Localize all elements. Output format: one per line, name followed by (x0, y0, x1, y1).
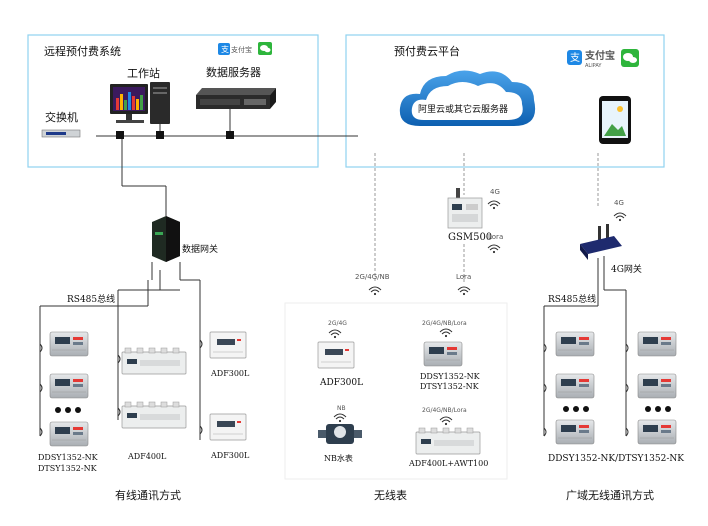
signal-label-left: 2G/4G/NB (355, 273, 390, 281)
data-gateway-label: 数据网关 (182, 243, 218, 255)
wireless-adf400-label: ADF400L+AWT100 (408, 459, 488, 468)
4g-gateway-label: 4G网关 (611, 263, 642, 275)
section-title-wireless: 无线表 (374, 488, 407, 502)
gsm500-label: GSM500 (448, 232, 492, 243)
more-ellipsis (645, 406, 671, 412)
adf400l-meter (121, 401, 187, 429)
section-title-wired: 有线通讯方式 (115, 488, 181, 502)
data-gateway-icon (152, 216, 180, 262)
energy-meter (49, 421, 89, 447)
tablet-icon (599, 96, 631, 144)
gsm500-device-icon (447, 188, 483, 229)
nb-water-meter-icon (318, 424, 362, 444)
wireless-adf300-protocol: 2G/4G (328, 320, 347, 327)
section-title-wan: 广域无线通讯方式 (566, 488, 654, 502)
adf400l-awt100-meter (415, 427, 481, 455)
wifi-icon (487, 244, 501, 254)
wireless-ddsy-label-2: DTSY1352-NK (420, 382, 480, 391)
wechat-icon (621, 49, 639, 67)
server-icon (196, 88, 276, 109)
energy-meter (637, 331, 677, 357)
workstation-icon (110, 82, 170, 124)
wired-adf400-label: ADF400L (127, 452, 167, 461)
gsm-lora-label: Lora (488, 233, 503, 241)
energy-meter (49, 373, 89, 399)
wireless-adf300-label: ADF300L (319, 378, 363, 388)
switch-icon (41, 129, 81, 138)
wireless-ddsy-label-1: DDSY1352-NK (420, 372, 481, 381)
adf300l-meter (209, 331, 247, 359)
wired-adf300-top-label: ADF300L (210, 369, 250, 378)
4g-gateway-icon (580, 224, 622, 260)
cloud-label: 阿里云或其它云服务器 (418, 103, 508, 115)
node-square (156, 131, 164, 139)
alipay-text-small: 支付宝 (231, 45, 252, 54)
wan-meter-label: DDSY1352-NK/DTSY1352-NK (548, 454, 684, 464)
svg-text:支: 支 (570, 52, 580, 64)
cloud-platform-box (345, 34, 665, 168)
more-ellipsis (563, 406, 589, 412)
remote-system-title: 远程预付费系统 (44, 45, 121, 58)
remote-system-box (27, 34, 319, 168)
alipay-subtext: ALIPAY (585, 63, 602, 69)
more-ellipsis (55, 407, 81, 413)
workstation-label: 工作站 (127, 66, 160, 80)
wifi-icon (613, 212, 627, 222)
wifi-icon (487, 200, 501, 210)
gsm-4g-label: 4G (490, 188, 500, 196)
adf300l-meter (209, 413, 247, 441)
adf400l-meter (121, 347, 187, 375)
wan-bus-label: RS485总线 (548, 293, 596, 305)
cloud-platform-title: 预付费云平台 (394, 44, 460, 58)
wired-meter-label-1: DDSY1352-NK (38, 453, 99, 462)
energy-meter (637, 373, 677, 399)
node-square (116, 131, 124, 139)
ddsy-wireless-meter (423, 341, 463, 367)
alipay-icon-small: 支 (218, 43, 230, 55)
svg-text:支: 支 (221, 44, 229, 54)
right-4g-label: 4G (614, 199, 624, 207)
server-label: 数据服务器 (206, 65, 261, 79)
switch-label: 交换机 (45, 110, 78, 124)
wechat-icon-small (258, 42, 272, 55)
signal-label-right: Lora (456, 273, 471, 281)
alipay-text: 支付宝 (584, 49, 615, 62)
energy-meter (555, 331, 595, 357)
energy-meter (637, 419, 677, 445)
alipay-icon: 支 (567, 50, 582, 65)
wired-meter-label-2: DTSY1352-NK (38, 464, 98, 473)
energy-meter (49, 331, 89, 357)
wireless-nb-protocol: NB (337, 405, 346, 412)
wifi-icon (457, 286, 471, 296)
node-square (226, 131, 234, 139)
adf300l-wireless-meter (317, 341, 355, 369)
wired-bus-label: RS485总线 (67, 293, 115, 305)
wired-adf300-bottom-label: ADF300L (210, 451, 250, 460)
energy-meter (555, 373, 595, 399)
wireless-adf400-protocol: 2G/4G/NB/Lora (422, 407, 467, 414)
wireless-ddsy-protocol: 2G/4G/NB/Lora (422, 320, 467, 327)
energy-meter (555, 419, 595, 445)
cloud-icon (399, 70, 536, 126)
wireless-nb-label: NB水表 (324, 453, 353, 463)
wifi-icon (368, 286, 382, 296)
